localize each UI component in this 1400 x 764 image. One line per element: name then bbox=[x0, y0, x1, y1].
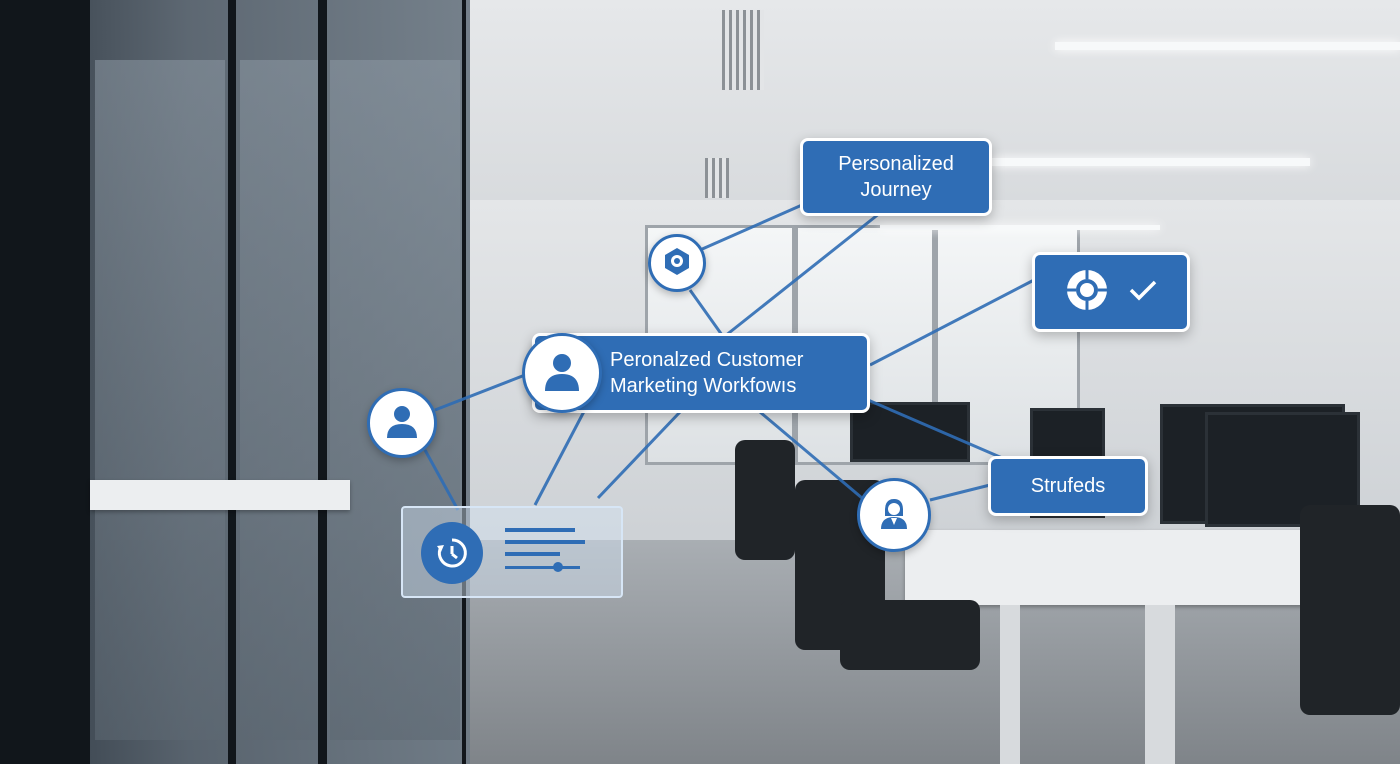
strufeds-card[interactable]: Strufeds bbox=[988, 456, 1148, 516]
glass-frame bbox=[228, 0, 236, 764]
connector-line bbox=[719, 211, 881, 342]
desk-leg bbox=[1000, 605, 1020, 764]
connector-line bbox=[596, 410, 682, 500]
glass-pane bbox=[95, 60, 225, 740]
ceiling-light bbox=[1055, 42, 1400, 50]
monitor bbox=[850, 402, 970, 462]
user-icon bbox=[540, 349, 584, 398]
office-chair bbox=[840, 600, 980, 670]
glass-frame bbox=[462, 0, 466, 764]
connector-line bbox=[699, 203, 803, 252]
hexagon-node[interactable] bbox=[648, 234, 706, 292]
lower-right-person-node[interactable] bbox=[857, 478, 931, 552]
glass-pane bbox=[240, 60, 320, 740]
person-icon bbox=[877, 496, 911, 535]
main-user-node[interactable] bbox=[522, 333, 602, 413]
ceiling-vent bbox=[722, 10, 764, 90]
hexagon-icon bbox=[662, 246, 692, 281]
status-card[interactable] bbox=[1032, 252, 1190, 332]
connector-line bbox=[929, 483, 991, 502]
office-chair bbox=[1300, 505, 1400, 715]
panel-line bbox=[505, 552, 560, 556]
glass-frame bbox=[318, 0, 327, 764]
main-workflow-label: Peronalzed Customer Marketing Workfowıs bbox=[610, 349, 804, 397]
left-user-node[interactable] bbox=[367, 388, 437, 458]
connector-line bbox=[533, 399, 592, 506]
bottom-panel[interactable] bbox=[401, 506, 623, 598]
user-icon bbox=[383, 402, 421, 445]
cycle-icon bbox=[421, 522, 483, 584]
ceiling-light bbox=[990, 158, 1310, 166]
checkmark-icon bbox=[1128, 278, 1158, 307]
connector-line bbox=[869, 278, 1035, 367]
office-chair bbox=[735, 440, 795, 560]
ceiling-light bbox=[880, 225, 1160, 230]
personalized-journey-label: Personalized Journey bbox=[838, 153, 954, 201]
connector-line bbox=[434, 373, 526, 412]
strufeds-label: Strufeds bbox=[1030, 475, 1106, 497]
personalized-journey-card[interactable]: Personalized Journey bbox=[800, 138, 992, 216]
connector-line bbox=[759, 410, 863, 500]
ceiling-vent bbox=[705, 158, 729, 198]
connector-line bbox=[688, 289, 724, 336]
panel-line bbox=[505, 540, 585, 544]
connector-line bbox=[423, 449, 460, 511]
desk bbox=[90, 480, 350, 510]
glass-frame bbox=[0, 0, 90, 764]
desk-leg bbox=[1145, 605, 1175, 764]
panel-dot bbox=[553, 562, 563, 572]
target-icon bbox=[1064, 267, 1110, 318]
panel-line bbox=[505, 528, 575, 532]
panel-line bbox=[505, 566, 580, 569]
